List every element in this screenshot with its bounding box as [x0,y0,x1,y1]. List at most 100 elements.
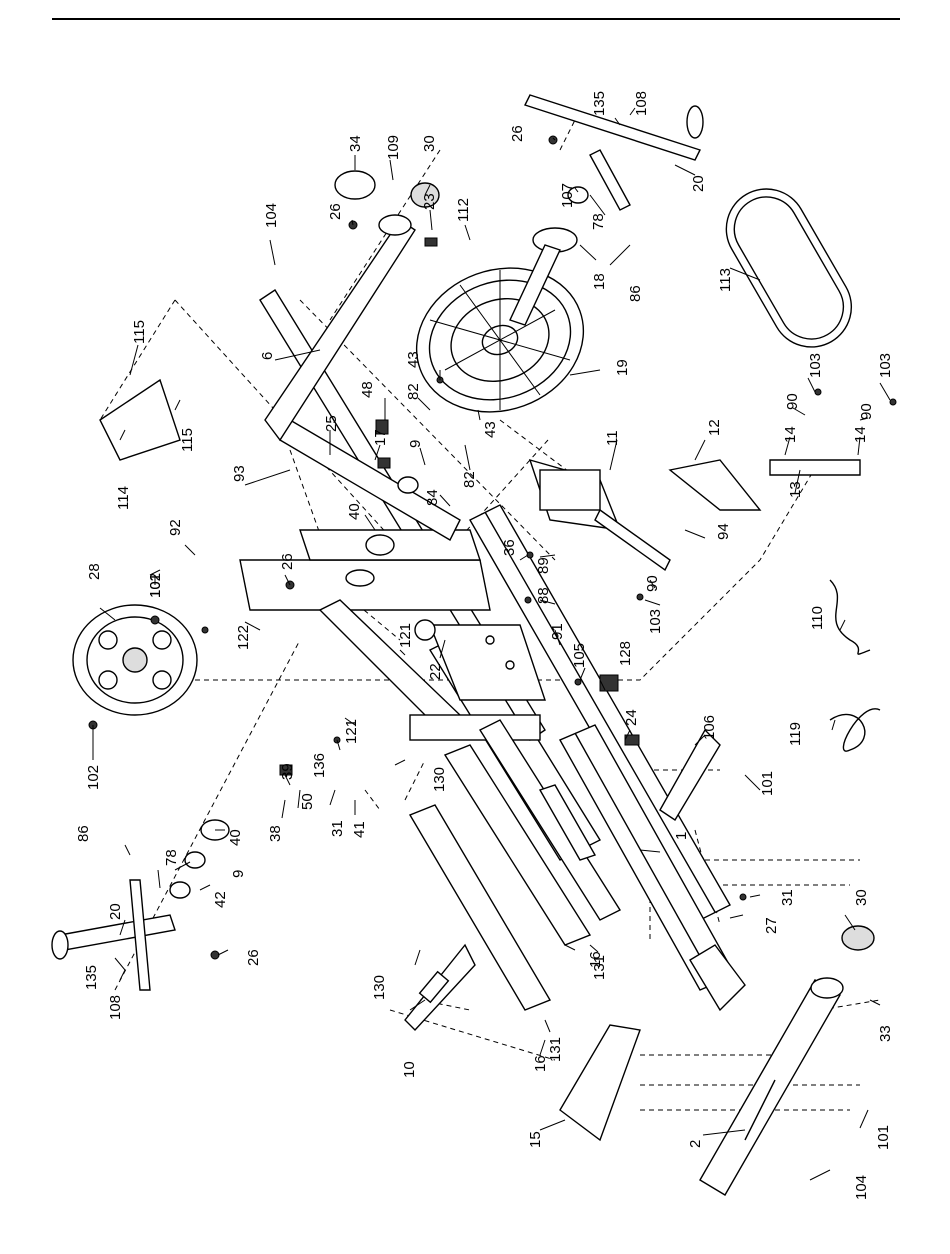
part-label: 78 [163,849,180,866]
part-label: 90 [644,575,661,592]
part-label: 108 [107,995,124,1020]
part-label: 25 [323,415,340,432]
part-label: 86 [627,285,644,302]
part-label: 131 [591,955,608,980]
part-label: 121 [343,719,360,744]
part-label: 41 [351,821,368,838]
part-label: 103 [807,353,824,378]
part-label: 26 [279,553,296,570]
part-label: 94 [715,523,732,540]
part-label: 23 [421,193,438,210]
part-label: 34 [347,135,364,152]
part-label: 101 [875,1125,892,1150]
part-label: 78 [590,213,607,230]
part-label: 90 [784,393,801,410]
part-label: 9 [230,870,247,878]
part-label: 12 [706,419,723,436]
pulley-disc [415,267,585,413]
part-label: 92 [167,519,184,536]
motor [528,458,671,572]
part-label: 27 [763,917,780,934]
part-label: 104 [853,1175,870,1200]
part-label: 42 [212,891,229,908]
part-label: 40 [227,829,244,846]
part-label: 107 [559,183,576,208]
part-label: 38 [267,825,284,842]
pedal-15 [559,1024,641,1142]
crank-bracket-top [524,94,704,211]
part-label: 50 [299,793,316,810]
part-label: 105 [571,643,588,668]
rail-tubes [408,719,622,1011]
part-label: 91 [549,623,566,640]
part-label: 36 [501,539,518,556]
part-label: 6 [259,352,276,360]
part-label: 103 [877,353,894,378]
idler-bracket [668,459,861,511]
drive-belt [725,188,853,348]
part-label: 108 [633,91,650,116]
part-label: 33 [877,1025,894,1042]
part-label: 39 [279,763,296,780]
part-label: 84 [424,489,441,506]
part-label: 14 [852,426,869,443]
part-label: 17 [372,429,389,446]
console-box [99,378,181,461]
part-label: 43 [405,351,422,368]
part-label: 101 [759,771,776,796]
crank-bracket-bottom [51,879,176,991]
part-label: 135 [83,965,100,990]
upright-assembly [239,419,541,741]
part-label: 31 [779,889,796,906]
part-label: 16 [587,951,604,968]
part-label: 89 [535,557,552,574]
part-label: 30 [853,889,870,906]
part-label: 15 [527,1131,544,1148]
part-label: 19 [614,359,631,376]
part-label: 122 [235,625,252,650]
part-label: 102 [147,573,164,598]
flywheel [72,604,198,716]
part-label: 119 [787,722,804,746]
part-label: 18 [591,273,608,290]
part-label: 104 [263,203,280,228]
leader-lines [92,107,891,1181]
part-label: 136 [311,753,328,778]
part-label: 131 [547,1037,564,1062]
part-label: 110 [809,606,826,630]
part-label: 26 [327,203,344,220]
part-label: 31 [329,820,346,837]
part-label: 88 [535,587,552,604]
part-label: 43 [482,421,499,438]
part-label: 30 [421,135,438,152]
part-label: 82 [405,383,422,400]
axle [509,227,578,326]
leg-tube-2 [699,925,875,1196]
power-cords [829,579,881,752]
part-label: 121 [397,623,414,648]
part-label: 128 [617,641,634,666]
part-label: 48 [359,381,376,398]
part-label: 130 [371,975,388,1000]
part-label: 103 [647,609,664,634]
part-label: 109 [385,135,402,160]
part-label: 20 [107,903,124,920]
part-label: 20 [690,175,707,192]
part-label: 24 [623,709,640,726]
part-label: 1 [673,832,690,840]
part-label: 115 [179,428,196,452]
pedal-cover-106 [659,728,721,821]
control-board [414,619,546,701]
pedal-cover-10 [404,943,476,1032]
part-label: 9 [407,440,424,448]
part-label: 101 [147,573,164,598]
part-label: 26 [245,949,262,966]
part-label: 102 [85,765,102,790]
part-label: 10 [401,1061,418,1078]
part-label: 130 [431,767,448,792]
header-rule [52,18,900,20]
part-label: 82 [461,471,478,488]
part-label: 113 [717,268,734,292]
